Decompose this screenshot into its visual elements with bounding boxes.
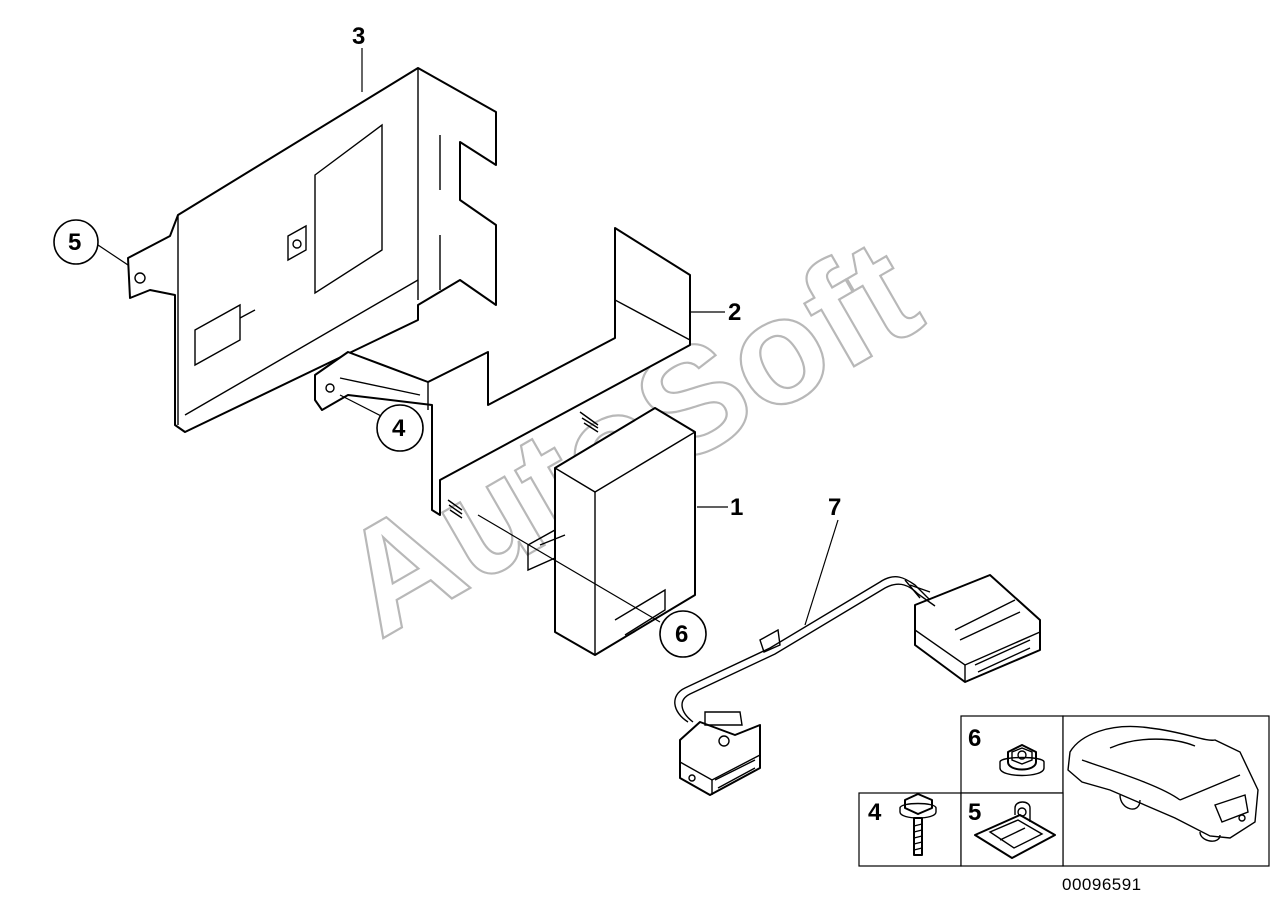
svg-text:5: 5 bbox=[968, 799, 981, 826]
callout-6: 6 bbox=[659, 610, 707, 658]
car-silhouette-icon bbox=[1067, 725, 1259, 842]
legend-box-5: 5 bbox=[960, 792, 1064, 867]
speed-nut-clip-icon bbox=[974, 801, 1056, 859]
svg-text:4: 4 bbox=[392, 415, 406, 442]
diagram-reference-number: 00096591 bbox=[1062, 875, 1142, 894]
leader-lines bbox=[97, 48, 839, 626]
svg-text:6: 6 bbox=[968, 725, 981, 752]
stud-upper bbox=[579, 411, 599, 433]
svg-text:3: 3 bbox=[352, 23, 365, 50]
svg-text:2: 2 bbox=[728, 299, 741, 326]
legend-box-4: 4 bbox=[858, 792, 962, 867]
hex-nut-icon bbox=[999, 744, 1045, 777]
bolt-icon bbox=[899, 793, 937, 856]
callout-4: 4 bbox=[376, 404, 424, 452]
callout-2: 2 bbox=[728, 299, 741, 326]
svg-text:5: 5 bbox=[68, 229, 81, 256]
bracket-part-2 bbox=[314, 227, 691, 516]
svg-text:7: 7 bbox=[828, 494, 841, 521]
legend-box-6: 6 bbox=[960, 715, 1064, 794]
svg-text:4: 4 bbox=[868, 799, 882, 826]
callout-1: 1 bbox=[730, 494, 743, 521]
stud-lower bbox=[447, 499, 463, 519]
svg-text:1: 1 bbox=[730, 494, 743, 521]
legend-box-car bbox=[1062, 715, 1270, 867]
callout-5: 5 bbox=[53, 219, 99, 265]
callout-3: 3 bbox=[352, 23, 365, 50]
wire-harness-part-7 bbox=[674, 574, 1041, 796]
callout-7: 7 bbox=[828, 494, 841, 521]
bracket-part-3 bbox=[127, 67, 497, 433]
svg-text:6: 6 bbox=[675, 621, 688, 648]
control-module-part-1 bbox=[527, 407, 696, 656]
